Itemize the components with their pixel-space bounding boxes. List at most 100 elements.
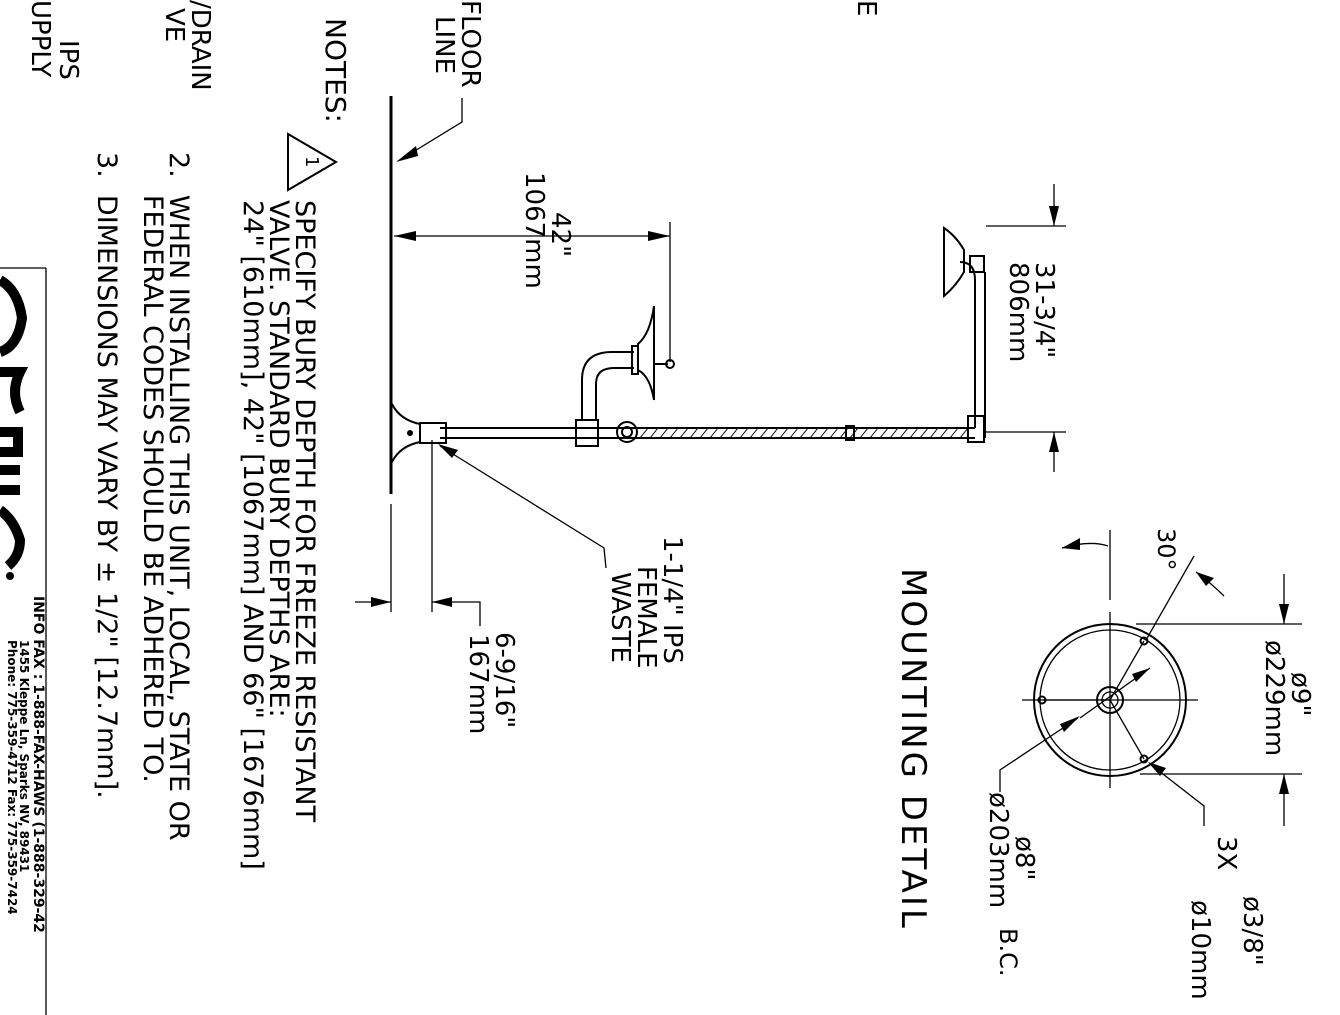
angle-arc-arrow-left [1062,538,1080,550]
holes-leader [1149,763,1205,826]
floor-leader-arrow [396,146,418,162]
hatch-line [889,427,899,439]
holes-metric: ø10mm [1185,900,1215,1000]
dim-9-metric: ø229mm [1259,640,1289,756]
dim-3134-arrow-top [1049,206,1059,226]
valve-handle [616,421,638,443]
angle-arc-arrow-right [1196,572,1214,586]
eyewash-arm [581,351,634,420]
eyewash-nozzle-cap [665,359,675,369]
hatch-line [709,427,719,439]
hatch-line [869,427,879,439]
hatch-line [829,427,839,439]
hatch-line [669,427,679,439]
bc-leader [999,717,1079,792]
hatch-line [659,427,669,439]
holes-leader-arrow [1148,762,1166,776]
note1-line3: 24" [610mm], 42" [1067mm] AND 66" [1676m… [237,200,268,870]
dim-9-arrow-top [1279,604,1289,624]
edge-label-valve: VE [159,8,189,42]
waste-label-line1: 1-1/4" IPS [657,536,687,664]
dim-3134-arrow-bottom [1049,432,1059,452]
dim-42-arrow-right [648,231,670,241]
hatch-line [919,427,929,439]
hatch-line [759,427,769,439]
hatch-line [879,427,889,439]
shower-fitting [969,255,985,273]
dim-3134-imperial: 31-3/4" [1029,262,1059,358]
base-flange [391,403,421,463]
dim-6916-metric: 167mm [463,634,493,734]
company-phone: Phone: 775-359-4712 Fax: 775-359-7424 [5,640,19,915]
hatch-line [959,427,969,439]
hatch-line [689,427,699,439]
hatch-line [649,427,659,439]
hatch-line [809,427,819,439]
dim-9-imperial: ø9" [1285,672,1315,716]
note1-flag [287,132,338,192]
waste-tee [419,422,447,444]
floor-leader [399,98,463,161]
hatch-line [949,427,959,439]
bc-metric: ø203mm [983,792,1013,908]
bolt-hole-2 [1139,754,1149,764]
shower-elbow [967,415,985,443]
hatch-line [699,427,709,439]
floor-label-line2: LINE [429,16,459,74]
hatch-line [859,427,869,439]
hatch-line [639,427,649,439]
hatch-line [819,427,829,439]
hatch-line [769,427,779,439]
holes-imperial: ø3/8" [1237,896,1267,966]
dim-42-imperial: 42" [545,212,575,257]
hatch-line [789,427,799,439]
dim-6916-arrowhead-right [432,597,452,607]
valve-handle-inner [621,426,633,438]
dim-6916-arrow-right [432,601,481,626]
waste-label-line3: WASTE [605,572,635,663]
dim-6916-arrowhead-left [371,597,391,607]
shower-arm [959,261,986,438]
company-logo [0,275,29,580]
hatch-line [779,427,789,439]
hatch-line [899,427,909,439]
dim-42-arrow-left [394,231,416,241]
waste-label-line2: FEMALE [631,566,661,669]
pipe-hatching [639,427,969,439]
bolt-hole-1 [1139,636,1149,646]
eyewash-bowl [637,305,655,401]
note2-line1: 2. WHEN INSTALLING THIS UNIT, LOCAL, STA… [163,152,194,841]
waste-leader-arrow [438,444,458,458]
drain-dot [407,430,413,436]
angle-line [1145,555,1195,641]
floor-label-line1: FLOOR [455,0,485,88]
dim-9-arrow-bottom [1279,774,1289,794]
holes-count: 3X [1211,836,1241,870]
edge-label-supply: UPPLY [25,0,55,77]
mid-coupling [845,425,855,441]
company-address: 1455 Kleppe Ln, Sparks NV, 89431 [17,640,31,872]
dim-3134-metric: 806mm [1003,262,1033,362]
hatch-line [799,427,809,439]
hatch-line [909,427,919,439]
dim-42-metric: 1067mm [519,172,549,289]
hatch-line [719,427,729,439]
hatch-line [679,427,689,439]
mounting-detail-title: MOUNTING DETAIL [893,568,933,931]
bc-diag-arrow [1132,668,1150,682]
bolt-hole-3 [1037,695,1047,705]
shower-head [943,226,965,299]
bc-leader-arrow [1060,716,1080,732]
hatch-line [729,427,739,439]
bc-imperial: ø8" [1009,836,1039,880]
note1-line1: SPECIFY BURY DEPTH FOR FREEZE RESISTANT [289,200,320,823]
note2-line2: FEDERAL CODES SHOULD BE ADHERED TO. [137,152,168,783]
hatch-line [739,427,749,439]
valve-fitting [575,419,599,447]
hatch-line [749,427,759,439]
bolt-radius-1 [1109,640,1145,701]
edge-label-drain: /DRAIN [185,0,215,91]
hatch-line [929,427,939,439]
mounting-plate [1022,612,1198,788]
